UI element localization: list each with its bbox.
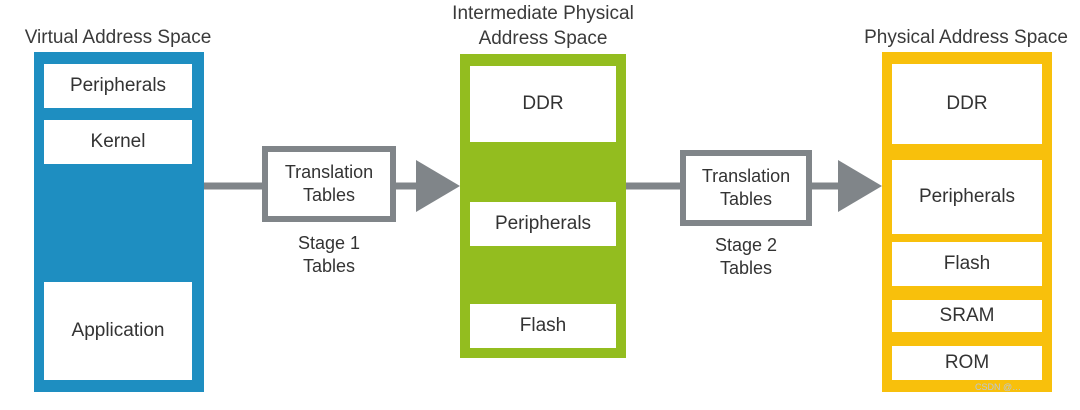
stage1-label: Stage 1 Tables — [262, 232, 396, 278]
intermediate-address-space-column: DDR Peripherals Flash — [460, 54, 626, 358]
region-ddr: DDR — [892, 64, 1042, 144]
stage1-box-line1: Translation — [284, 162, 374, 182]
region-peripherals: Peripherals — [892, 160, 1042, 234]
stage2-label-line2: Tables — [719, 258, 773, 278]
region-peripherals: Peripherals — [44, 64, 192, 108]
region-kernel: Kernel — [44, 120, 192, 164]
stage1-box-line2: Tables — [302, 185, 356, 205]
stage2-box-line1: Translation — [701, 166, 791, 186]
stage2-translation-tables-box: Translation Tables — [680, 150, 812, 226]
stage1-label-line2: Tables — [302, 256, 356, 276]
intermediate-address-space-title-line2: Address Space — [478, 28, 608, 49]
region-application: Application — [44, 282, 192, 380]
physical-address-space-title: Physical Address Space — [864, 27, 1068, 48]
virtual-address-space-column: Peripherals Kernel Application — [34, 52, 204, 392]
stage1-translation-tables-box: Translation Tables — [262, 146, 396, 222]
virtual-address-space-title: Virtual Address Space — [24, 27, 212, 48]
region-rom: ROM — [892, 346, 1042, 380]
stage2-label: Stage 2 Tables — [680, 234, 812, 280]
region-flash: Flash — [892, 242, 1042, 286]
region-flash: Flash — [470, 304, 616, 348]
stage2-label-line1: Stage 2 — [714, 235, 778, 255]
physical-address-space-column: DDR Peripherals Flash SRAM ROM — [882, 52, 1052, 392]
region-sram: SRAM — [892, 300, 1042, 332]
region-peripherals: Peripherals — [470, 202, 616, 246]
stage2-arrowhead — [838, 160, 882, 212]
intermediate-address-space-title-line1: Intermediate Physical — [452, 3, 634, 24]
stage2-box-line2: Tables — [719, 189, 773, 209]
region-ddr: DDR — [470, 66, 616, 142]
stage1-label-line1: Stage 1 — [297, 233, 361, 253]
watermark: CSDN @… — [975, 382, 1022, 392]
stage1-arrowhead — [416, 160, 460, 212]
